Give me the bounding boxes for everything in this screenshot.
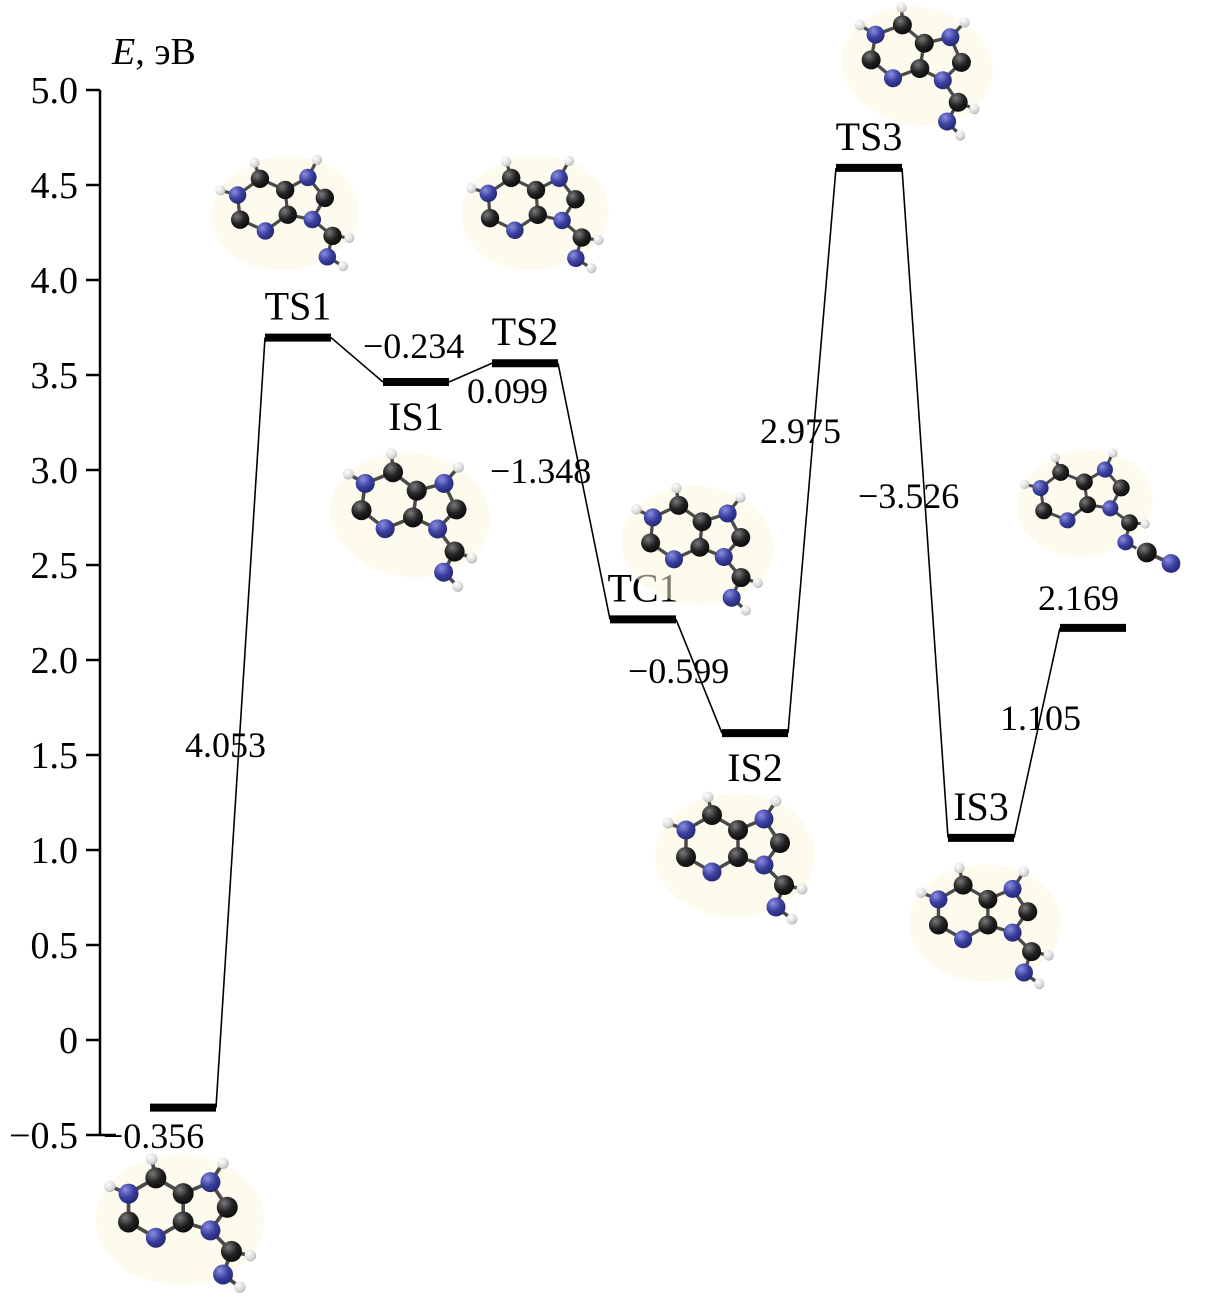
connector-line <box>330 336 384 383</box>
energy-annotation: 2.975 <box>760 411 841 451</box>
y-axis-tick-label: 2.5 <box>31 545 79 587</box>
y-axis-tick-label: 0 <box>59 1020 78 1062</box>
level-label: TS1 <box>265 284 332 329</box>
molecule-ts1 <box>203 145 367 287</box>
y-axis-tick-label: 4.0 <box>31 260 79 302</box>
y-axis-tick-label: 4.5 <box>31 165 79 207</box>
y-axis-tick-label: 3.0 <box>31 450 79 492</box>
level-label: IS1 <box>388 394 444 439</box>
y-axis-tick-label: −0.5 <box>9 1115 78 1157</box>
molecule-is2 <box>653 789 817 927</box>
level-label: IS2 <box>727 745 783 790</box>
connector-line <box>1013 627 1061 839</box>
level-label: TS2 <box>492 309 559 354</box>
connector-line <box>557 363 611 620</box>
level-label: IS3 <box>953 784 1009 829</box>
y-axis-tick-label: 1.0 <box>31 830 79 872</box>
energy-annotation: −1.348 <box>490 451 591 491</box>
energy-annotation: 2.169 <box>1038 578 1119 618</box>
y-axis: 5.0 4.5 4.0 3.5 3.0 2.5 2.0 1.5 1.0 0.5 0 −0.5 E, эВ <box>9 31 196 1157</box>
y-axis-tick-label: 0.5 <box>31 925 79 967</box>
energy-annotation: −0.356 <box>103 1116 204 1156</box>
connector-line <box>215 337 266 1108</box>
molecule-ts2 <box>455 148 615 284</box>
connector-line <box>448 362 493 383</box>
connector-line <box>675 619 723 734</box>
y-axis-tick-label: 1.5 <box>31 735 79 777</box>
y-axis-tick-label: 2.0 <box>31 640 79 682</box>
energy-annotation: 0.099 <box>467 371 548 411</box>
energy-annotation: −0.234 <box>363 326 464 366</box>
level-label: TS3 <box>836 114 903 159</box>
y-axis-title: E, эВ <box>111 31 196 73</box>
y-axis-tick-label: 3.5 <box>31 355 79 397</box>
connector-line <box>787 167 837 734</box>
connector-line <box>901 167 949 838</box>
energy-annotation: 4.053 <box>185 725 266 765</box>
molecule-is3 <box>907 861 1063 991</box>
molecule-illustrations <box>94 0 1183 1295</box>
molecule-is1 <box>319 439 501 597</box>
molecule-cn-fragment <box>1134 540 1183 575</box>
energy-annotation: 1.105 <box>1000 698 1081 738</box>
energy-annotation: −3.526 <box>858 476 959 516</box>
molecule-reactant <box>94 1151 266 1295</box>
y-axis-tick-label: 5.0 <box>31 70 79 112</box>
energy-annotation: −0.599 <box>628 651 729 691</box>
connector-lines <box>215 167 1061 1108</box>
